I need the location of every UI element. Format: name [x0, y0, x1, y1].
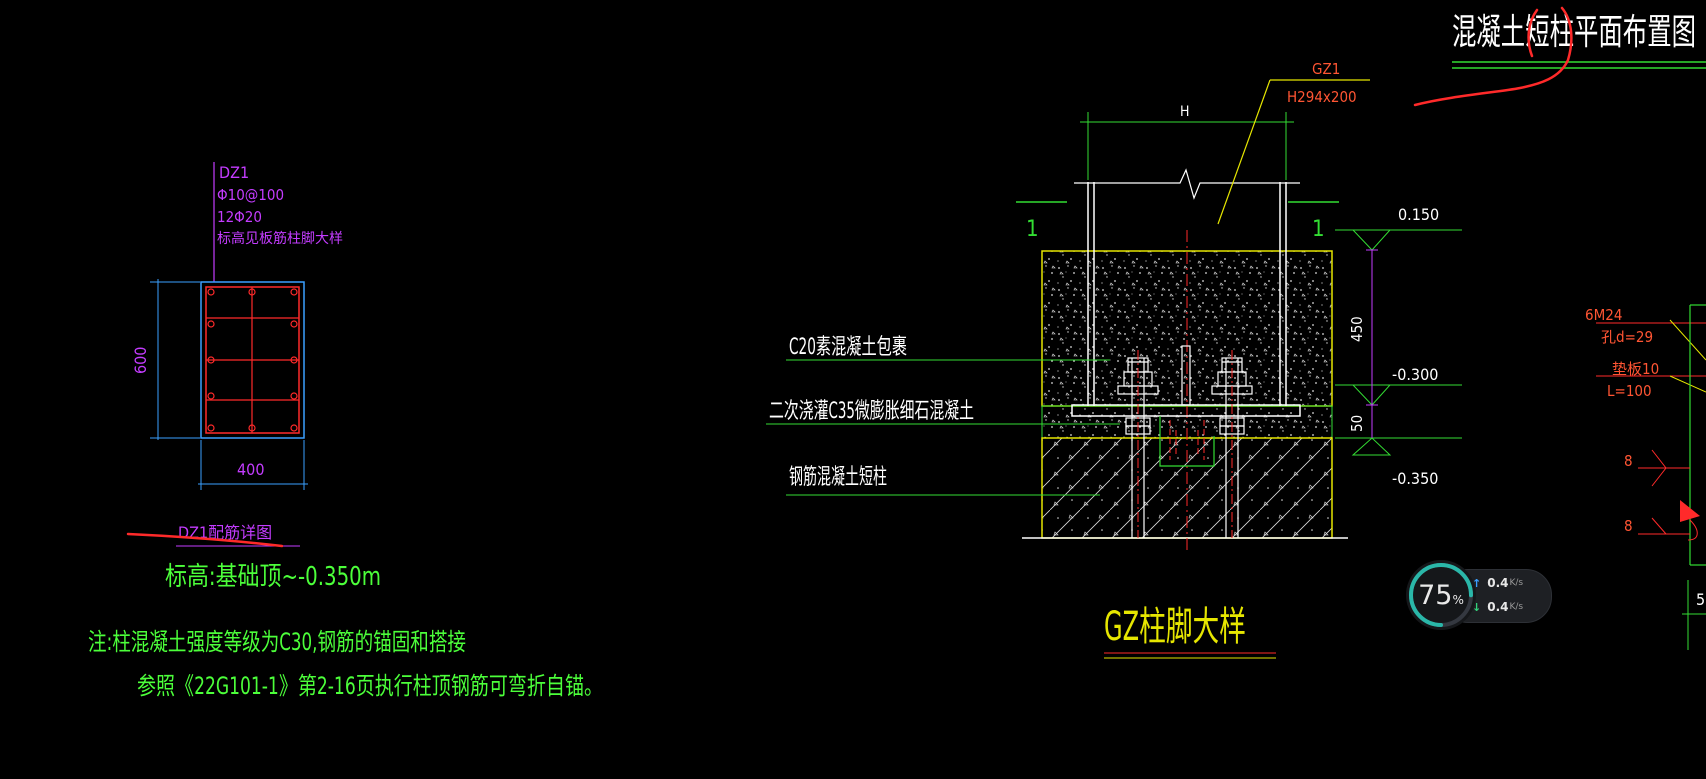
- hole-spec: 孔d=29: [1601, 328, 1653, 346]
- download-unit: K/s: [1509, 602, 1524, 612]
- gz-member: GZ1: [1312, 60, 1340, 78]
- notes-block: 注:柱混凝土强度等级为C30,钢筋的锚固和搭接 参照《22G101-1》第2-1…: [88, 628, 603, 700]
- gz-stiffener: [1181, 345, 1191, 406]
- network-speed-widget[interactable]: 75% ↑ 0.4 K/s ↓ 0.4 K/s: [1404, 558, 1552, 632]
- weld-hook: [1687, 519, 1698, 541]
- gz-elev-bot: -0.350: [1392, 469, 1438, 488]
- weld-symbol-2: [1638, 517, 1690, 535]
- upload-arrow-icon: ↑: [1472, 576, 1482, 590]
- length-spec: L=100: [1607, 382, 1652, 400]
- gz-caption: GZ柱脚大样: [1104, 604, 1246, 650]
- gz-label-rc: 钢筋混凝土短柱: [789, 465, 887, 490]
- gz-member-leader: [1217, 79, 1271, 225]
- gz-break-line: [1074, 168, 1300, 200]
- dz1-rebars: [207, 288, 298, 432]
- weld-symbol-1: [1638, 449, 1690, 487]
- dz1-stirrup: Φ10@100: [217, 186, 284, 204]
- gz-label-c20: C20素混凝土包裹: [789, 335, 907, 360]
- dz1-dim-width: 400: [237, 460, 264, 479]
- red-markup-stroke: [1413, 6, 1573, 107]
- weld-size-1: 8: [1624, 452, 1633, 470]
- upload-value: 0.4: [1487, 576, 1509, 590]
- right-leader-diag2: [1669, 375, 1706, 393]
- dz1-label: DZ1: [219, 163, 249, 182]
- dz1-dim-height: 600: [131, 347, 150, 374]
- gz-label-c35: 二次浇灌C35微膨胀细石混凝土: [769, 399, 974, 424]
- gz-cut-left: 1: [1026, 217, 1039, 242]
- gauge-percent-unit: %: [1452, 593, 1464, 607]
- gz-dim-450: 450: [1348, 316, 1366, 342]
- washer-spec: 垫板10: [1612, 360, 1659, 378]
- download-value: 0.4: [1487, 600, 1509, 614]
- gz-shear-key-red: [1169, 420, 1205, 460]
- weld-flag: [1680, 500, 1700, 522]
- gauge-arc: [1409, 563, 1473, 627]
- gz-section: H294x200: [1287, 88, 1357, 106]
- gz-elev-bot-mark: [1351, 437, 1392, 456]
- dz1-note: 标高见板筋柱脚大样: [217, 230, 343, 247]
- right-partial-detail[interactable]: 6M24 孔d=29 垫板10 L=100 8 8 5: [1585, 304, 1706, 650]
- gz-dim-50: 50: [1348, 415, 1366, 432]
- download-speed: ↓ 0.4 K/s: [1472, 600, 1523, 614]
- dz1-red-markup: [126, 532, 284, 548]
- note-line-1: 注:柱混凝土强度等级为C30,钢筋的锚固和搭接: [88, 628, 466, 656]
- plan-title-group: 混凝土短柱平面布置图: [1413, 6, 1706, 107]
- weld-size-2: 8: [1624, 517, 1633, 535]
- plan-title: 混凝土短柱平面布置图: [1452, 12, 1696, 53]
- dz1-main-bars: 12Φ20: [217, 208, 262, 226]
- note-line-2: 参照《22G101-1》第2-16页执行柱顶钢筋可弯折自锚。: [137, 672, 603, 700]
- gz-dim-h: H: [1180, 104, 1189, 120]
- gz-elev-top-mark: [1351, 229, 1392, 251]
- gz-anchor-bolt-left: [1117, 357, 1159, 538]
- gauge-percent: 75%: [1404, 558, 1478, 632]
- upload-speed: ↑ 0.4 K/s: [1472, 576, 1523, 590]
- dz1-section[interactable]: DZ1 Φ10@100 12Φ20 标高见板筋柱脚大样 600 400 DZ1配…: [126, 162, 381, 592]
- right-edge-dim: 5: [1696, 590, 1705, 609]
- right-leader-diag1: [1669, 319, 1706, 361]
- gz-elev-mid: -0.300: [1392, 365, 1438, 384]
- dz1-outline: [200, 281, 305, 439]
- gz-elev-top: 0.150: [1398, 205, 1439, 224]
- gz-detail[interactable]: H 1 1: [766, 60, 1462, 659]
- gz-cut-right: 1: [1312, 217, 1325, 242]
- bolt-spec: 6M24: [1585, 306, 1622, 324]
- gauge-percent-value: 75: [1418, 579, 1453, 611]
- download-arrow-icon: ↓: [1472, 600, 1482, 614]
- upload-unit: K/s: [1509, 578, 1524, 588]
- dz1-elevation: 标高:基础顶~-0.350m: [165, 562, 381, 592]
- network-gauge: [1406, 560, 1476, 630]
- gz-shear-key: [1159, 416, 1215, 467]
